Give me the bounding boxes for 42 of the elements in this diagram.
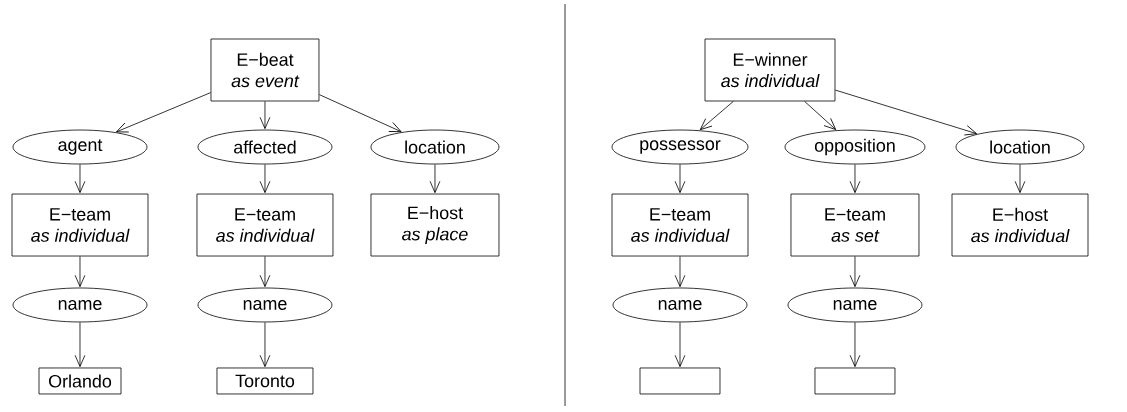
ellipse-node: name (197, 287, 333, 323)
arrow (116, 92, 211, 133)
arrow (429, 164, 441, 193)
concept-box: E−host as individual (951, 193, 1089, 257)
arrow (74, 256, 86, 287)
ellipse-node: name (612, 287, 748, 323)
ellipse-node: location (955, 129, 1085, 165)
arrow (804, 101, 837, 130)
arrow (674, 322, 686, 367)
arrow (319, 94, 402, 133)
concept-box: E−team as individual (611, 193, 749, 257)
arrow (674, 256, 686, 287)
arrow (699, 101, 734, 131)
arrow (74, 322, 86, 367)
concept-box: E−team as individual (11, 193, 149, 257)
arrow (849, 256, 861, 287)
arrow (259, 101, 271, 129)
ellipse-node: affected (197, 129, 333, 165)
ellipse-node: possessor (611, 129, 749, 165)
arrow (1014, 164, 1026, 193)
ellipse-node: name (787, 287, 923, 323)
arrow (259, 164, 271, 193)
concept-box: E−team as individual (196, 193, 334, 257)
arrow (259, 322, 271, 367)
arrow (74, 164, 86, 193)
value-box (814, 367, 896, 395)
value-box (639, 367, 721, 395)
arrow (835, 89, 977, 136)
ellipse-node: agent (12, 129, 148, 165)
concept-box: E−host as place (370, 193, 500, 257)
arrow (674, 164, 686, 193)
arrow (259, 256, 271, 287)
ellipse-node: name (12, 287, 148, 323)
arrow (849, 164, 861, 193)
concept-box: E−beat as event (210, 38, 320, 102)
ellipse-node: opposition (784, 129, 926, 165)
concept-box: E−team as set (790, 193, 920, 257)
arrow (849, 322, 861, 367)
concept-box: E−winner as individual (704, 38, 836, 102)
value-box: Toronto (216, 367, 314, 395)
value-box: Orlando (38, 367, 122, 395)
ellipse-node: location (370, 129, 500, 165)
